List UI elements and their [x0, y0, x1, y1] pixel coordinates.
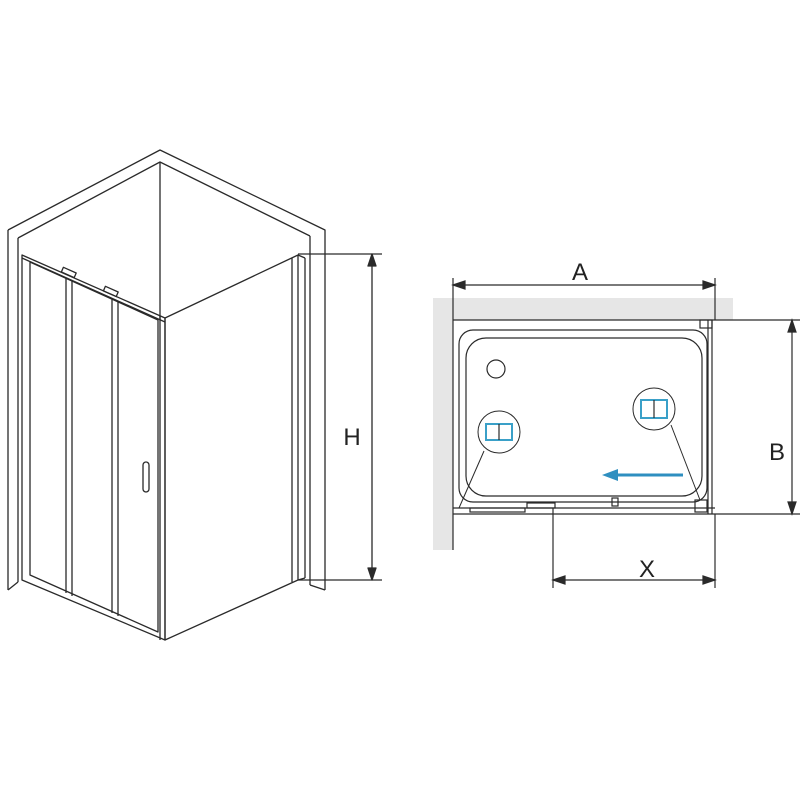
plan-view [433, 278, 800, 588]
profile-detail-right-icon [632, 387, 701, 501]
door-handle [142, 461, 150, 493]
depth-dimension [715, 318, 800, 516]
shower-tray [458, 329, 708, 503]
width-dimension [451, 278, 717, 320]
front-rail [453, 319, 715, 515]
wall-shading [433, 298, 733, 550]
height-dimension [298, 253, 382, 581]
side-panel [164, 254, 306, 641]
back-walls [7, 149, 326, 591]
arrow-left-icon [602, 469, 683, 481]
width-label: A [572, 259, 588, 286]
front-door [21, 254, 166, 641]
drain-icon [486, 359, 506, 379]
profile-detail-left-icon [458, 410, 521, 509]
opening-dimension [551, 508, 717, 588]
perspective-view [7, 149, 382, 641]
depth-label: B [769, 439, 785, 466]
opening-label: X [639, 556, 655, 583]
height-label: H [343, 424, 360, 451]
